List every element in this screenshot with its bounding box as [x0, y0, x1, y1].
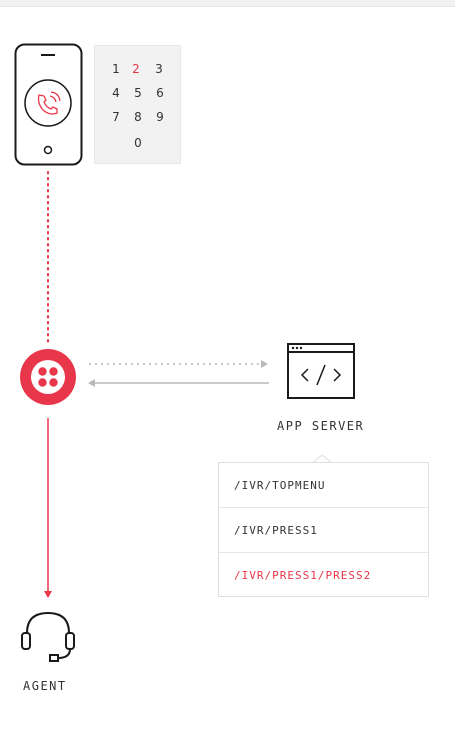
- keypad-key: 7: [112, 110, 120, 124]
- keypad-key: 5: [134, 86, 142, 100]
- route-item: /IVR/PRESS1/PRESS2: [234, 569, 372, 582]
- keypad-key: 0: [134, 136, 142, 150]
- keypad-key: 6: [156, 86, 164, 100]
- app-server-label: APP SERVER: [277, 419, 365, 433]
- keypad-key: 2: [132, 62, 140, 76]
- keypad-key: 4: [112, 86, 120, 100]
- response-arrowhead: [88, 379, 95, 387]
- route-item: /IVR/TOPMENU: [219, 463, 428, 508]
- twilio-logo-icon: [20, 349, 76, 405]
- keypad-key: 8: [134, 110, 142, 124]
- transfer-arrowhead: [44, 591, 52, 598]
- keypad-key: 9: [156, 110, 164, 124]
- agent-label: AGENT: [23, 679, 67, 693]
- keypad-key: 1: [112, 62, 120, 76]
- top-strip: [0, 0, 455, 7]
- phone-call-icon: [24, 79, 72, 127]
- code-window-icon: [287, 343, 355, 399]
- route-item: /IVR/PRESS1: [219, 508, 428, 553]
- keypad-key: 3: [155, 62, 163, 76]
- mobile-phone-icon: [14, 43, 83, 166]
- request-arrowhead: [261, 360, 268, 368]
- keypad: 1 2 3 4 5 6 7 8 9 0: [94, 45, 181, 164]
- headset-icon: [21, 611, 75, 662]
- routes-list: /IVR/TOPMENU /IVR/PRESS1 /IVR/PRESS1/PRE…: [218, 462, 429, 597]
